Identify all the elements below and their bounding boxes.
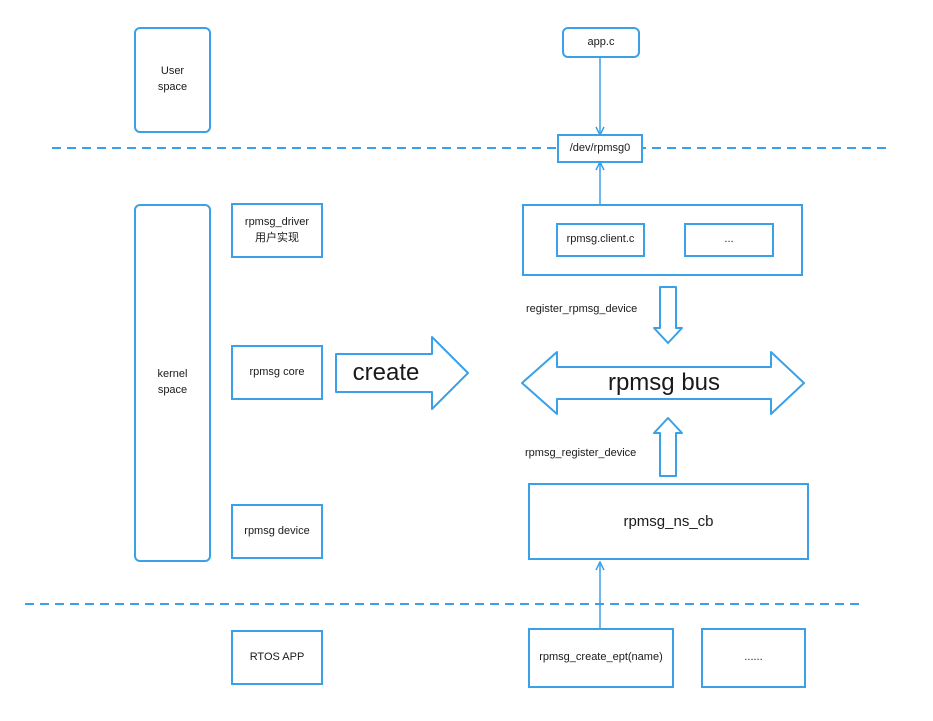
client-other-box: ... [684,223,774,257]
down-block-arrow [653,286,683,344]
rpmsg-core-label: rpmsg core [249,365,305,378]
rpmsg-driver-line2: 用户实现 [255,231,299,244]
kernel-space-line1: kernel [157,368,188,381]
rpmsg-device-label: rpmsg device [244,524,310,537]
rtos-other-box: ...... [701,628,806,688]
create-block-arrow [335,336,469,410]
client-other-label: ... [724,233,734,246]
app-c-box: app.c [562,27,640,58]
rpmsg-bus-label: rpmsg bus [607,369,721,396]
kernel-space-line2: space [157,384,188,396]
rpmsg-driver-line1: rpmsg_driver [244,215,310,228]
rtos-app-label: RTOS APP [249,650,305,663]
rpmsg-client-box: rpmsg.client.c [556,223,645,257]
user-space-line1: User [160,65,185,78]
rpmsg-create-ept-box: rpmsg_create_ept(name) [528,628,674,688]
rpmsg-device-box: rpmsg device [231,504,323,559]
rpmsg-register-device-label: rpmsg_register_device [525,447,637,459]
user-space-box: User space [134,27,211,133]
create-label: create [352,359,420,386]
app-c-label: app.c [587,35,615,48]
rpmsg-ns-cb-label: rpmsg_ns_cb [623,512,714,530]
rpmsg-core-box: rpmsg core [231,345,323,400]
rpmsg-create-ept-label: rpmsg_create_ept(name) [539,651,663,664]
rpmsg-bus-double-arrow [521,351,805,415]
rtos-other-label: ...... [744,651,763,664]
kernel-space-box: kernel space [134,204,211,562]
dev-rpmsg0-label: /dev/rpmsg0 [569,141,631,154]
rpmsg-ns-cb-box: rpmsg_ns_cb [528,483,809,560]
rpmsg-client-label: rpmsg.client.c [566,233,635,246]
register-rpmsg-device-label: register_rpmsg_device [526,303,638,315]
up-block-arrow [653,417,683,477]
user-space-line2: space [157,81,188,93]
rpmsg-driver-box: rpmsg_driver 用户实现 [231,203,323,258]
dev-rpmsg0-box: /dev/rpmsg0 [557,134,643,163]
rtos-app-box: RTOS APP [231,630,323,685]
